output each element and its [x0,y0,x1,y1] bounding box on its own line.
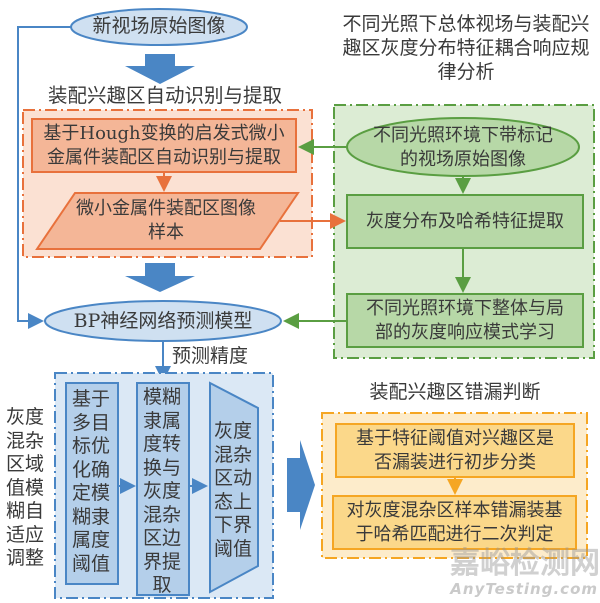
fuzzy-box2-shape [136,382,190,596]
start-node-shape [70,8,248,46]
sample-box-label: 微小金属件装配区图像样本 [76,198,256,243]
learning-box-label: 不同光照环境下整体与局部的灰度响应模式学习 [366,298,564,343]
light-node: 不同光照环境下带标记的视场原始图像 [360,120,566,176]
sample-box-shape [35,192,300,250]
light-node-label: 不同光照环境下带标记的视场原始图像 [373,125,553,170]
learning-box-shape [346,293,584,348]
watermark-cn: 嘉峪检测网 [450,546,600,581]
feature-box-label: 灰度分布及哈希特征提取 [366,211,564,232]
judge-box1-shape [335,423,575,478]
fuzzy-box3-label: 灰度混杂区动态上下界阈值 [213,420,252,560]
fuzzy-side-label: 灰度混杂区域值模糊自适应调整 [5,406,44,569]
big-arrow-right [287,440,315,530]
hough-box-label: 基于Hough变换的启发式微小金属件装配区自动识别与提取 [43,123,285,168]
feature-box: 灰度分布及哈希特征提取 [348,196,582,248]
fuzzy-box1-label: 基于多目标优化确定模糊隶属度阈值 [71,388,110,575]
fuzzy-box1-shape [65,382,119,585]
roi-title: 装配兴趣区自动识别与提取 [47,84,282,107]
judge-box2-label: 对灰度混杂区样本错漏装基于哈希匹配进行二次判定 [346,500,563,545]
judge-box2-shape [332,495,577,550]
hough-box: 基于Hough变换的启发式微小金属件装配区自动识别与提取 [34,120,294,172]
judge-box2: 对灰度混杂区样本错漏装基于哈希匹配进行二次判定 [334,497,575,549]
big-arrow-down-1 [125,54,195,84]
learning-box: 不同光照环境下整体与局部的灰度响应模式学习 [348,295,582,347]
judge-box1-label: 基于特征阈值对兴趣区是否漏装进行初步分类 [356,428,554,473]
accuracy-label: 预测精度 [172,345,249,367]
right-title: 不同光照下总体视场与装配兴趣区灰度分布特征耦合响应规律分析 [342,13,590,83]
start-node-label: 新视场原始图像 [92,15,226,37]
fuzzy-box2-label: 模糊隶属度转换与灰度混杂区边界提取 [142,386,181,596]
sample-box: 微小金属件装配区图像样本 [72,194,260,248]
feature-box-shape [346,194,584,249]
big-arrow-down-2 [125,263,195,292]
bp-node-label: BP神经网络预测模型 [73,310,253,332]
fuzzy-box3-shape [209,381,259,594]
judge-box1: 基于特征阈值对兴趣区是否漏装进行初步分类 [337,425,573,477]
judge-title: 装配兴趣区错漏判断 [369,381,541,403]
connector-start-to-bp [17,26,72,329]
watermark-en: AnyTesting.com [450,580,598,598]
